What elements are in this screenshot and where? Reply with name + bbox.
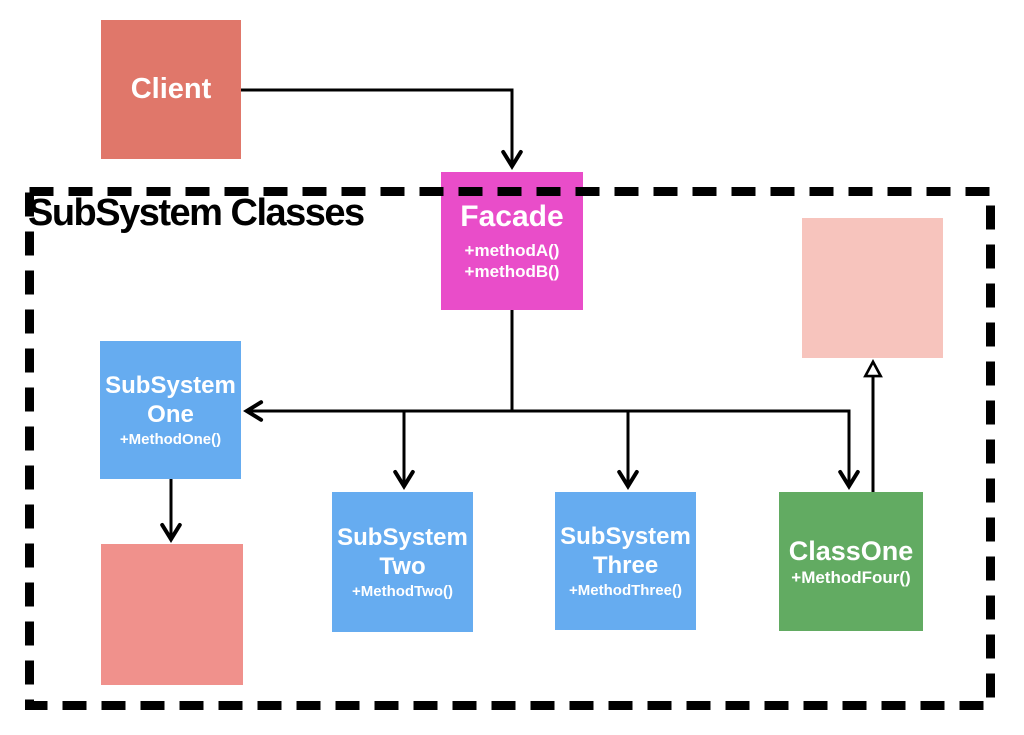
subsystem-one-method: +MethodOne() (119, 431, 222, 449)
node-class-one: ClassOne +MethodFour() (779, 492, 923, 631)
node-subsystem-one: SubSystem One +MethodOne() (100, 341, 241, 479)
client-label: Client (130, 72, 212, 105)
node-subsystem-two: SubSystem Two +MethodTwo() (332, 492, 473, 632)
node-facade: Facade +methodA() +methodB() (441, 172, 583, 310)
class-one-label: ClassOne (788, 535, 914, 566)
arrow-client-to-facade (241, 88, 523, 170)
subsystem-boundary-title: SubSystem Classes (28, 192, 365, 234)
subsystem-three-method: +MethodThree() (569, 582, 682, 600)
subsystem-one-label: SubSystem One (105, 371, 236, 428)
subsystem-two-method: +MethodTwo() (352, 583, 453, 601)
subsystem-three-label: SubSystem Three (560, 522, 691, 579)
node-subsystem-three: SubSystem Three +MethodThree() (555, 492, 696, 630)
facade-method-a: +methodA() (464, 241, 560, 261)
facade-label: Facade (460, 200, 564, 234)
node-unlabeled-bottom-left (101, 544, 243, 685)
node-client: Client (101, 20, 241, 159)
node-unlabeled-top-right (802, 218, 943, 358)
class-one-method: +MethodFour() (791, 567, 911, 587)
subsystem-two-label: SubSystem Two (337, 523, 468, 580)
facade-method-b: +methodB() (464, 262, 560, 282)
